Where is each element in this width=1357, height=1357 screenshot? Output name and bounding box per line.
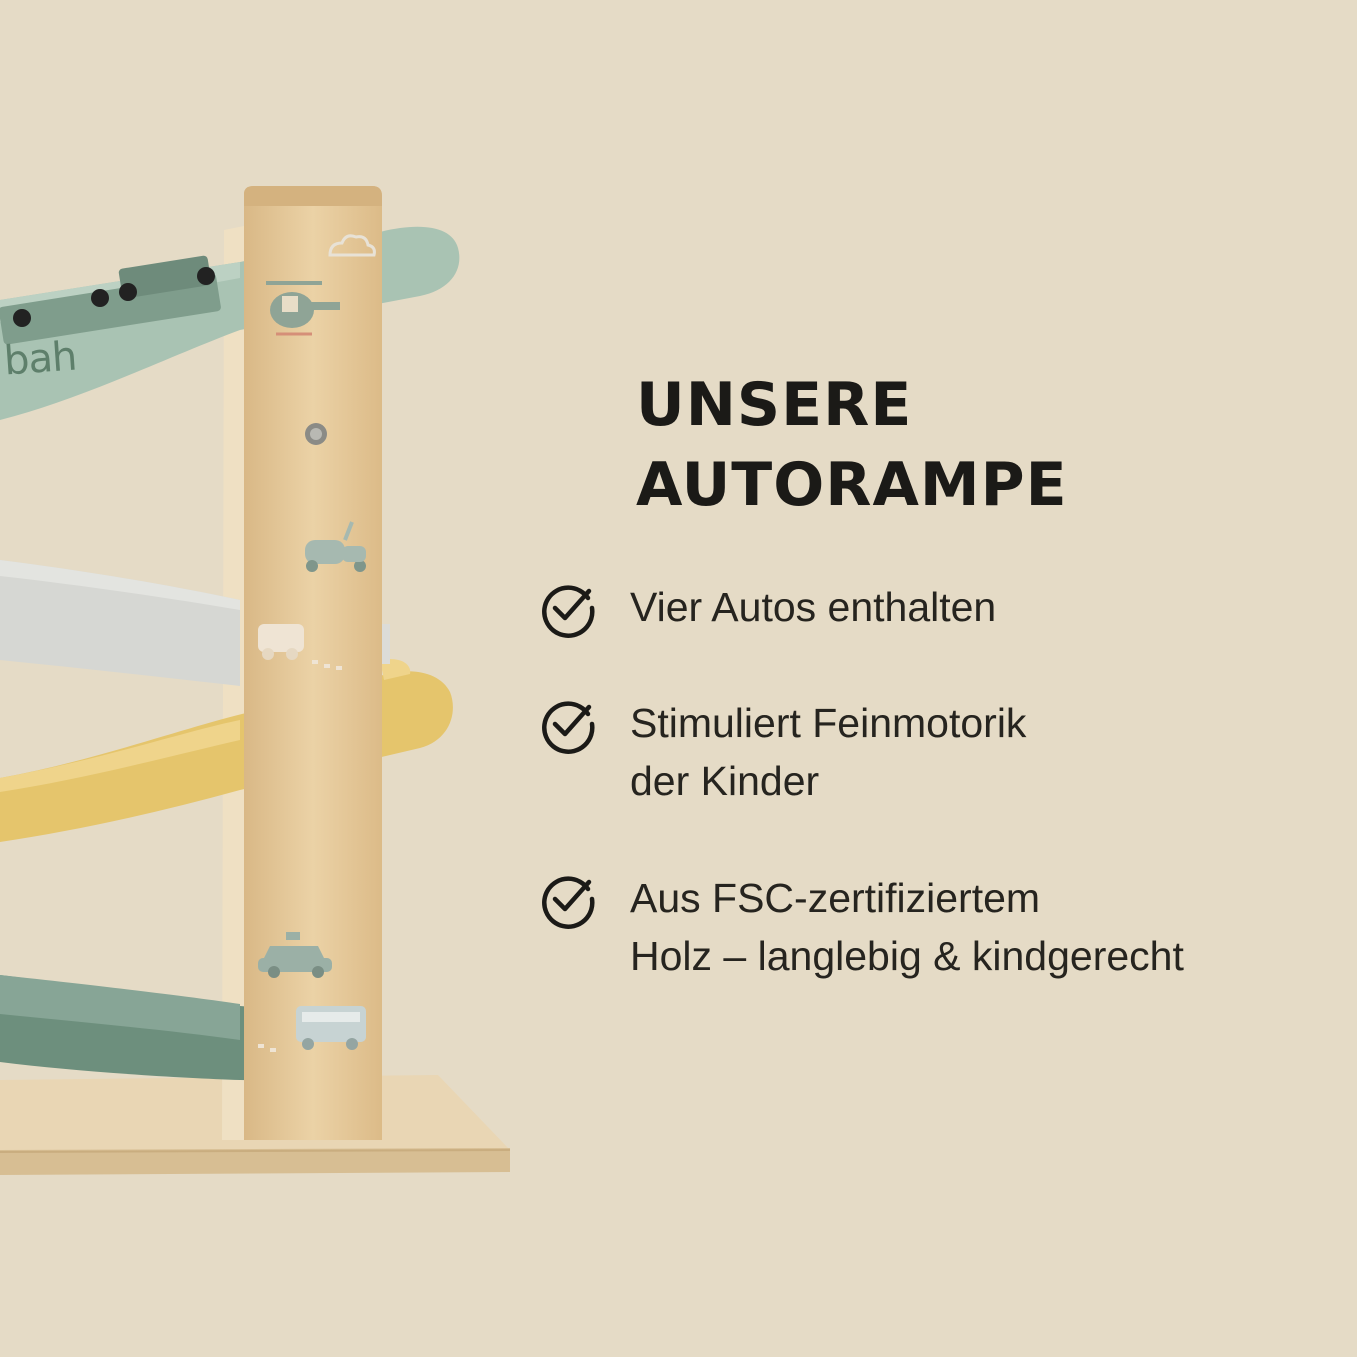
brand-print: bah (2, 333, 78, 385)
bus-icon (296, 1006, 366, 1050)
car-ramp-illustration (0, 186, 511, 1175)
feature-text: Aus FSC-zertifiziertem Holz – langlebig … (630, 869, 1184, 985)
toy-car (0, 255, 221, 345)
helicopter-icon (266, 281, 340, 336)
cloud-icon (328, 234, 376, 257)
headline-line-2: AUTORAMPE (636, 450, 1068, 520)
feature-line-2: der Kinder (630, 758, 820, 804)
feature-line-1: Stimuliert Feinmotorik (630, 700, 1027, 746)
check-circle-icon (542, 701, 595, 754)
taxi-icon (258, 932, 332, 978)
scooter-icon (305, 521, 366, 572)
van-icon (258, 624, 342, 670)
feature-line-1: Aus FSC-zertifiziertem (630, 875, 1041, 921)
headline-line-1: UNSERE (636, 370, 913, 440)
ramp-pillar (244, 186, 382, 1140)
feature-line-1: Vier Autos enthalten (630, 584, 997, 630)
ramp-level-2 (0, 560, 390, 686)
headline: UNSERE AUTORAMPE (636, 365, 1068, 525)
feature-text: Vier Autos enthalten (630, 578, 996, 636)
feature-line-2: Holz – langlebig & kindgerecht (630, 933, 1184, 979)
check-circle-icon (542, 876, 595, 929)
check-circle-icon (542, 585, 595, 638)
feature-text: Stimuliert Feinmotorik der Kinder (630, 694, 1026, 810)
